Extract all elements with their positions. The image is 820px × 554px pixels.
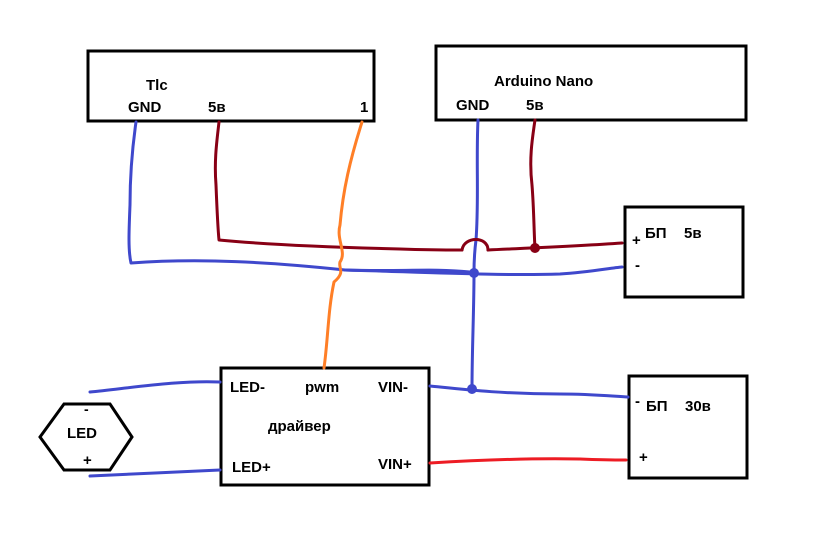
driver-box — [219, 366, 431, 487]
tlc-module: Tlc GND 5в 1 — [86, 49, 376, 123]
arduino-gnd-wire — [472, 118, 480, 275]
ground-wires — [88, 118, 630, 478]
tlc-title: Tlc — [146, 77, 168, 94]
psu-30v-voltage: 30в — [685, 398, 711, 415]
pwm-wire — [322, 120, 364, 370]
pwm-wires — [322, 120, 364, 370]
vin-plus-wire — [428, 457, 628, 465]
5v-crossover-wire — [460, 238, 490, 252]
psu-30v-title: БП — [646, 398, 668, 415]
gnd-to-vin-minus-wire — [470, 271, 476, 391]
arduino-box — [434, 44, 748, 122]
psu-5v-title: БП — [645, 225, 667, 242]
arduino-module: Arduino Nano GND 5в — [434, 44, 748, 122]
tlc-pin1-label: 1 — [360, 99, 368, 116]
arduino-gnd-label: GND — [456, 97, 490, 114]
psu-30v-minus: - — [635, 393, 640, 410]
driver-vin-minus-label: VIN- — [378, 379, 408, 396]
driver-led-plus-label: LED+ — [232, 459, 271, 476]
psu-5v-voltage: 5в — [684, 225, 702, 242]
driver-pwm-label: pwm — [305, 379, 339, 396]
driver-title: драйвер — [268, 418, 331, 435]
power-30v-wires — [428, 457, 628, 465]
tlc-gnd-label: GND — [128, 99, 162, 116]
driver-module: LED- pwm VIN- драйвер LED+ VIN+ — [219, 366, 431, 487]
psu-5v: + БП 5в - — [623, 205, 745, 299]
psu-30v-plus: + — [639, 449, 648, 466]
5v-bus-wire — [486, 241, 624, 252]
led-plus-label: + — [83, 452, 92, 469]
led-minus-label: - — [84, 401, 89, 417]
psu-5v-plus: + — [632, 232, 641, 249]
driver-led-minus-label: LED- — [230, 379, 265, 396]
arduino-5v-wire — [529, 118, 537, 250]
tlc-box — [86, 49, 376, 123]
ground-bus-wire — [343, 265, 624, 277]
led-hexagon — [38, 402, 134, 472]
arduino-title: Arduino Nano — [494, 73, 593, 90]
gnd-junction-bottom — [467, 384, 477, 394]
led-label: LED — [67, 425, 97, 442]
arduino-5v-label: 5в — [526, 97, 544, 114]
driver-vin-plus-label: VIN+ — [378, 456, 412, 473]
psu-5v-minus: - — [635, 257, 640, 274]
gnd-junction-top — [469, 268, 479, 278]
vin-minus-wire — [428, 384, 630, 399]
psu-30v-box — [627, 374, 749, 480]
power-5v-wires — [213, 118, 624, 253]
tlc-5v-wire — [213, 120, 464, 252]
led-component: - LED + — [38, 401, 134, 472]
5v-junction — [530, 243, 540, 253]
led-plus-wire — [88, 468, 222, 478]
tlc-5v-label: 5в — [208, 99, 226, 116]
led-minus-wire — [88, 380, 222, 394]
psu-30v: - БП 30в + — [627, 374, 749, 480]
psu-5v-box — [623, 205, 745, 299]
